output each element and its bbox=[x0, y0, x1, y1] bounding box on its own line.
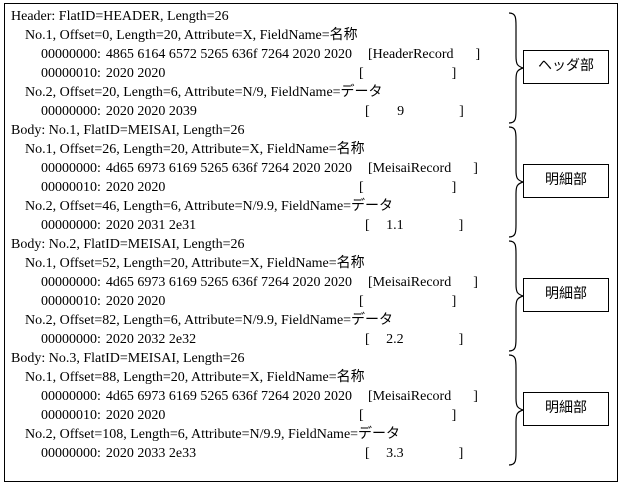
hex-dump-line: 00000010: 2020 2020 [ ] bbox=[11, 64, 511, 83]
record-section-body-1: Body: No.1, FlatID=MEISAI, Length=26 No.… bbox=[11, 121, 511, 235]
annotation-box-header: ヘッダ部 bbox=[523, 50, 609, 84]
hex-dump-line: 00000000: 4d65 6973 6169 5265 636f 7264 2… bbox=[11, 273, 511, 292]
ascii-field: [ 9 ] bbox=[365, 104, 464, 119]
ascii-field: [ ] bbox=[359, 66, 457, 81]
field-info: No.1, Offset=52, Length=20, Attribute=X,… bbox=[25, 256, 365, 271]
annotation-label: 明細部 bbox=[545, 173, 587, 188]
annotation-box-detail-1: 明細部 bbox=[523, 164, 609, 198]
ascii-field: [ ] bbox=[359, 180, 457, 195]
field-info: No.1, Offset=26, Length=20, Attribute=X,… bbox=[25, 142, 365, 157]
record-title: Body: No.1, FlatID=MEISAI, Length=26 bbox=[11, 123, 245, 138]
hex-dump-line: 00000000: 2020 2033 2e33 [ 3.3 ] bbox=[11, 444, 511, 463]
address-label: 00000010: bbox=[41, 66, 101, 81]
outer-border-frame: Header: FlatID=HEADER, Length=26 No.1, O… bbox=[4, 3, 618, 482]
record-title: Body: No.3, FlatID=MEISAI, Length=26 bbox=[11, 351, 245, 366]
hex-bytes: 2020 2020 bbox=[105, 180, 166, 195]
hex-bytes: 2020 2020 bbox=[105, 66, 166, 81]
annotation-box-detail-2: 明細部 bbox=[523, 278, 609, 312]
hex-dump-line: 00000000: 2020 2031 2e31 [ 1.1 ] bbox=[11, 216, 511, 235]
hex-dump-line: 00000000: 2020 2020 2039 [ 9 ] bbox=[11, 102, 511, 121]
hex-dump-line: 00000010: 2020 2020 [ ] bbox=[11, 178, 511, 197]
annotation-label: ヘッダ部 bbox=[538, 59, 594, 74]
hex-bytes: 2020 2020 2039 bbox=[105, 104, 197, 119]
annotation-box-detail-3: 明細部 bbox=[523, 392, 609, 426]
hex-bytes: 4d65 6973 6169 5265 636f 7264 2020 2020 bbox=[105, 389, 353, 404]
ascii-field: [MeisaiRecord ] bbox=[368, 389, 478, 404]
record-section-body-2: Body: No.2, FlatID=MEISAI, Length=26 No.… bbox=[11, 235, 511, 349]
hex-bytes: 2020 2020 bbox=[105, 294, 166, 309]
field-info: No.2, Offset=20, Length=6, Attribute=N/9… bbox=[25, 85, 383, 100]
address-label: 00000010: bbox=[41, 180, 101, 195]
hex-bytes: 4d65 6973 6169 5265 636f 7264 2020 2020 bbox=[105, 161, 353, 176]
hex-dump-line: 00000010: 2020 2020 [ ] bbox=[11, 292, 511, 311]
hex-dump-line: 00000000: 4865 6164 6572 5265 636f 7264 2… bbox=[11, 45, 511, 64]
record-title: Header: FlatID=HEADER, Length=26 bbox=[11, 9, 229, 24]
annotation-label: 明細部 bbox=[545, 401, 587, 416]
address-label: 00000000: bbox=[41, 389, 101, 404]
field-info: No.2, Offset=108, Length=6, Attribute=N/… bbox=[25, 427, 401, 442]
ascii-field: [ ] bbox=[359, 294, 457, 309]
ascii-field: [ ] bbox=[359, 408, 457, 423]
dump-listing: Header: FlatID=HEADER, Length=26 No.1, O… bbox=[11, 7, 511, 463]
hex-dump-line: 00000010: 2020 2020 [ ] bbox=[11, 406, 511, 425]
hex-dump-line: 00000000: 2020 2032 2e32 [ 2.2 ] bbox=[11, 330, 511, 349]
annotation-label: 明細部 bbox=[545, 287, 587, 302]
hex-bytes: 2020 2020 bbox=[105, 408, 166, 423]
address-label: 00000010: bbox=[41, 408, 101, 423]
ascii-field: [ 1.1 ] bbox=[365, 218, 464, 233]
address-label: 00000010: bbox=[41, 294, 101, 309]
ascii-field: [HeaderRecord ] bbox=[368, 47, 481, 62]
hex-dump-line: 00000000: 4d65 6973 6169 5265 636f 7264 2… bbox=[11, 159, 511, 178]
hex-bytes: 2020 2031 2e31 bbox=[105, 218, 197, 233]
ascii-field: [ 3.3 ] bbox=[365, 446, 464, 461]
address-label: 00000000: bbox=[41, 161, 101, 176]
ascii-field: [MeisaiRecord ] bbox=[368, 161, 478, 176]
address-label: 00000000: bbox=[41, 446, 101, 461]
hex-bytes: 4865 6164 6572 5265 636f 7264 2020 2020 bbox=[105, 47, 353, 62]
field-info: No.2, Offset=46, Length=6, Attribute=N/9… bbox=[25, 199, 394, 214]
address-label: 00000000: bbox=[41, 275, 101, 290]
address-label: 00000000: bbox=[41, 332, 101, 347]
record-section-header: Header: FlatID=HEADER, Length=26 No.1, O… bbox=[11, 7, 511, 121]
hex-bytes: 2020 2032 2e32 bbox=[105, 332, 197, 347]
address-label: 00000000: bbox=[41, 104, 101, 119]
record-section-body-3: Body: No.3, FlatID=MEISAI, Length=26 No.… bbox=[11, 349, 511, 463]
hex-bytes: 4d65 6973 6169 5265 636f 7264 2020 2020 bbox=[105, 275, 353, 290]
address-label: 00000000: bbox=[41, 47, 101, 62]
field-info: No.2, Offset=82, Length=6, Attribute=N/9… bbox=[25, 313, 394, 328]
hex-dump-line: 00000000: 4d65 6973 6169 5265 636f 7264 2… bbox=[11, 387, 511, 406]
hex-bytes: 2020 2033 2e33 bbox=[105, 446, 197, 461]
field-info: No.1, Offset=0, Length=20, Attribute=X, … bbox=[25, 28, 358, 43]
ascii-field: [ 2.2 ] bbox=[365, 332, 464, 347]
ascii-field: [MeisaiRecord ] bbox=[368, 275, 478, 290]
address-label: 00000000: bbox=[41, 218, 101, 233]
field-info: No.1, Offset=88, Length=20, Attribute=X,… bbox=[25, 370, 365, 385]
record-title: Body: No.2, FlatID=MEISAI, Length=26 bbox=[11, 237, 245, 252]
